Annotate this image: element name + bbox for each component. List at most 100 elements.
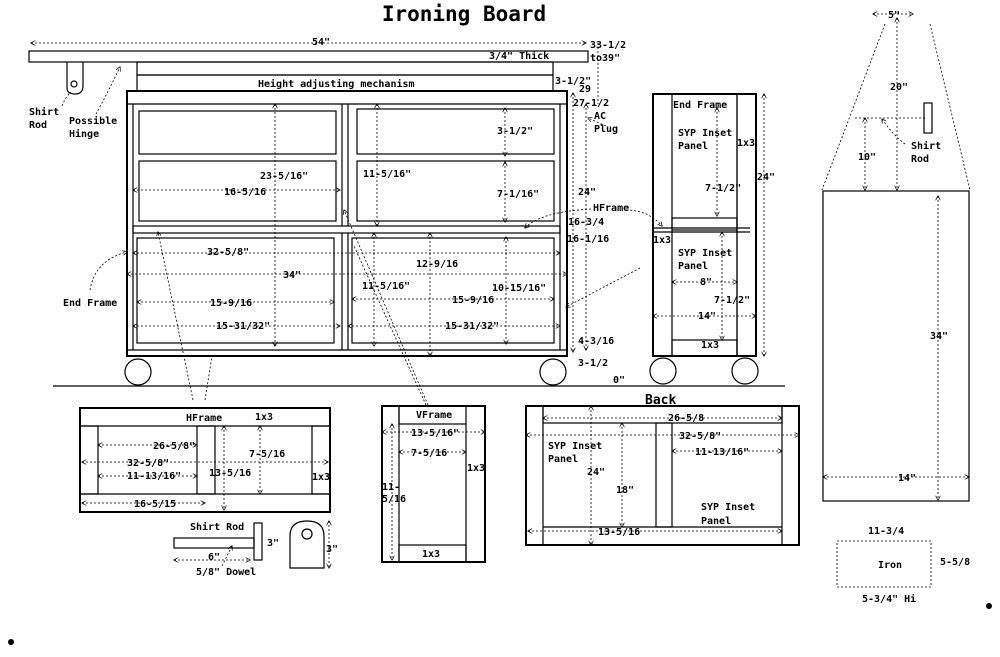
dim-15-31-32-left: 15-31/32" xyxy=(216,321,270,332)
iron-label: Iron xyxy=(878,560,902,571)
shirt-label: Shirt xyxy=(29,106,59,118)
rod-dowel: 5/8" Dowel xyxy=(196,567,256,578)
hframe-detail: HFrame 1x3 26-5/8" 7-5/16 32-5/8" 13-5/1… xyxy=(79,407,331,513)
top-rod: Rod xyxy=(911,154,929,165)
iron-box xyxy=(836,540,932,588)
end-14: 14" xyxy=(698,311,716,322)
back-32: 32-5/8" xyxy=(679,431,721,442)
cabinet-body xyxy=(126,90,568,357)
ac-label: AC xyxy=(594,111,606,122)
vframe-detail: VFrame 13-5/16" 7-5/16 1x3 11- 5/16 1x3 xyxy=(381,405,486,563)
hdetail-1x3-b: 1x3 xyxy=(312,472,330,483)
back-detail: Back 26-5/8 32-5/8" SYP Inset Panel 11-1… xyxy=(525,393,800,546)
rod-3-b: 3" xyxy=(326,544,338,555)
height-33: 33-1/2 xyxy=(590,40,626,51)
dim-16-1-16: 16-1/16 xyxy=(567,234,609,245)
hdetail-26: 26-5/8" xyxy=(153,441,195,452)
thick-label: 3/4" Thick xyxy=(489,50,549,62)
back-11: 11-13/16" xyxy=(695,447,749,458)
shirt-rod-detail: Shirt Rod 3" 3" 6" 5/8" Dowel xyxy=(173,520,338,578)
vframe-11-a: 11- xyxy=(382,482,400,493)
hframe-rail xyxy=(132,225,561,234)
dim-10-15-16: 10-15/16" xyxy=(492,283,546,294)
top-5: 5" xyxy=(888,10,900,21)
height-27: 27-1/2 xyxy=(573,98,609,109)
back-panel-1: Panel xyxy=(548,454,578,465)
mechanism-label: Height adjusting mechanism xyxy=(258,78,415,90)
iron-width: 11-3/4 xyxy=(868,526,904,537)
back-13: 13-5/16 xyxy=(598,527,640,538)
dim-12-9-16: 12-9/16 xyxy=(416,259,458,270)
end-24: 24" xyxy=(757,172,775,183)
dim-7-1-16: 7-1/16" xyxy=(497,189,539,200)
hinge-label: Hinge xyxy=(69,128,99,140)
back-syp-1: SYP Inset xyxy=(548,441,602,452)
drawing-title: Ironing Board xyxy=(382,2,546,26)
hdetail-13: 13-5/16 xyxy=(209,468,251,479)
dot-mark xyxy=(986,603,992,609)
width-54: 54" xyxy=(312,37,330,48)
end-syp-1: SYP Inset xyxy=(678,128,732,139)
end-panel-1: Panel xyxy=(678,141,708,152)
vframe-7: 7-5/16 xyxy=(411,448,447,459)
end-7-1-2-b: 7-1/2" xyxy=(714,295,750,306)
end-frame-label: End Frame xyxy=(63,298,117,309)
dim-zero: 0" xyxy=(613,375,625,386)
dim-23-5-16: 23-5/16" xyxy=(260,171,308,182)
end-8: 8" xyxy=(700,277,712,288)
vframe-11-b: 5/16 xyxy=(382,494,406,505)
end-frame-title: End Frame xyxy=(673,100,727,111)
dim-4-3-16: 4-3/16 xyxy=(578,336,614,347)
end-panel-2: Panel xyxy=(678,261,708,272)
hdetail-1x3: 1x3 xyxy=(255,412,273,423)
back-26: 26-5/8 xyxy=(668,413,704,424)
height-to39: to39" xyxy=(590,53,620,64)
hdetail-11: 11-13/16" xyxy=(127,471,181,482)
end-1x3-b: 1x3 xyxy=(653,235,671,246)
top-34: 34" xyxy=(930,331,948,342)
back-syp-2: SYP Inset xyxy=(701,502,755,513)
back-panel-2: Panel xyxy=(701,516,731,527)
dim-16-5-16: 16-5/16 xyxy=(224,187,266,198)
dim-32-5-8: 32-5/8" xyxy=(207,247,249,258)
hframe-label: HFrame xyxy=(593,203,629,214)
vframe-1x3-b: 1x3 xyxy=(422,549,440,560)
vframe-1x3-a: 1x3 xyxy=(467,463,485,474)
board-rect xyxy=(822,190,970,502)
hdetail-16: 16-5/15 xyxy=(134,499,176,510)
possible-label: Possible xyxy=(69,115,117,127)
end-frame-view: End Frame SYP Inset Panel 1x3 24" 7-1/2"… xyxy=(649,93,775,385)
dim-15-9-16-left: 15-9/16 xyxy=(210,298,252,309)
vframe-title: VFrame xyxy=(416,410,452,421)
dim-3-1-2-bottom: 3-1/2 xyxy=(578,358,608,369)
board-top-view: 5" 20" 10" Shirt Rod 34" 14" xyxy=(821,10,971,502)
dim-11-5-16-bottom: 11-5/16" xyxy=(362,281,410,292)
dim-24: 24" xyxy=(578,187,596,198)
height-29: 29 xyxy=(579,84,591,95)
dim-15-31-32-right: 15-31/32" xyxy=(445,321,499,332)
dot-mark xyxy=(8,639,14,645)
wheel-left xyxy=(124,358,152,386)
height-3-1-2a: 3-1/2" xyxy=(555,76,591,87)
end-7-1-2-a: 7-1/2" xyxy=(705,183,741,194)
wheel-right xyxy=(539,358,567,386)
end-syp-2: SYP Inset xyxy=(678,248,732,259)
iron-depth: 5-5/8 xyxy=(940,557,970,568)
rod-3-a: 3" xyxy=(267,538,279,549)
hdetail-7: 7-5/16 xyxy=(249,449,285,460)
rod-6: 6" xyxy=(208,552,220,563)
end-1x3-c: 1x3 xyxy=(701,340,719,351)
iron-height: 5-3/4" Hi xyxy=(862,593,916,605)
back-18: 18" xyxy=(616,485,634,496)
iron-detail: 11-3/4 Iron 5-5/8 5-3/4" Hi xyxy=(836,526,970,605)
end-1x3-a: 1x3 xyxy=(737,138,755,149)
dim-16-3-4: 16-3/4 xyxy=(568,217,604,228)
rod-title: Shirt Rod xyxy=(190,521,244,533)
top-14: 14" xyxy=(898,473,916,484)
top-shirt: Shirt xyxy=(911,140,941,152)
top-20: 20" xyxy=(890,82,908,93)
plug-label: Plug xyxy=(594,124,618,135)
main-front-view: 54" 3/4" Thick 33-1/2 to39" Height adjus… xyxy=(28,37,785,406)
mechanism-top xyxy=(136,61,554,76)
